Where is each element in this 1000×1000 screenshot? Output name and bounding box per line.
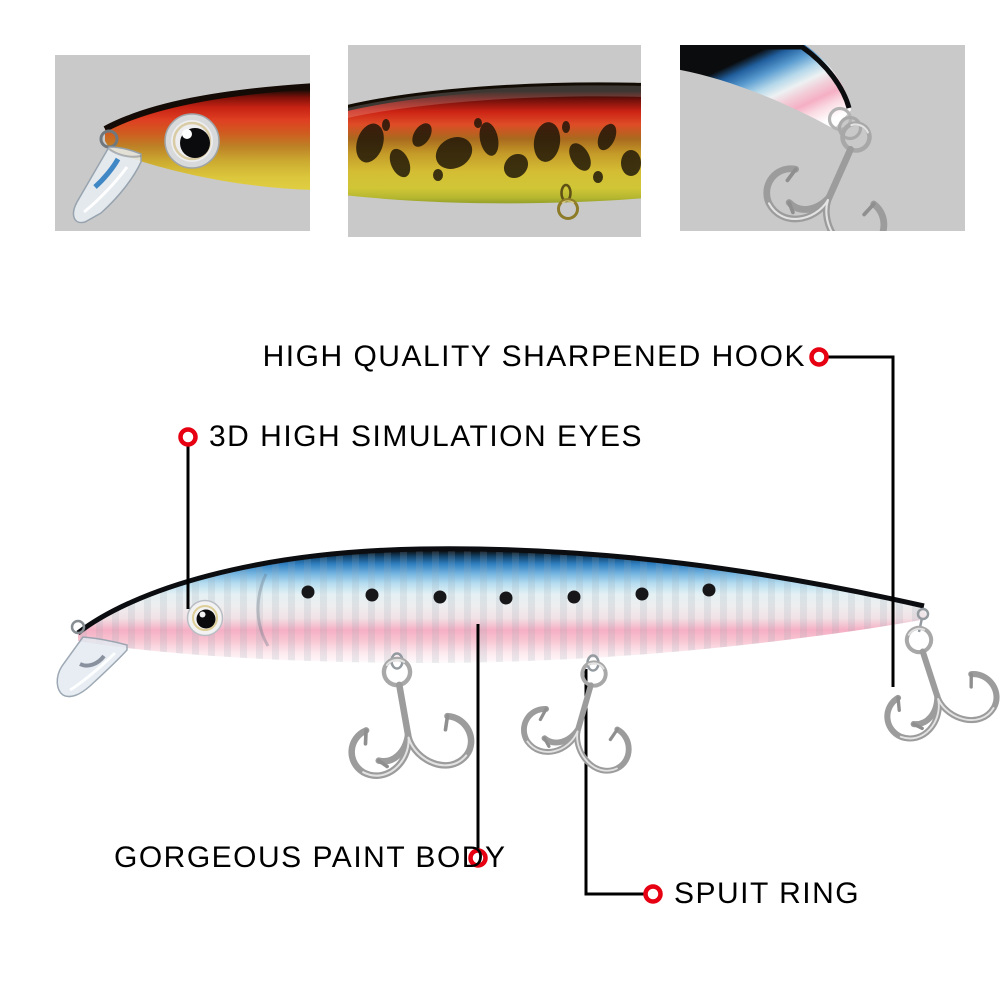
detail-camo-pattern — [356, 118, 641, 183]
callout-lines — [186, 355, 895, 896]
detail-panel-hook-closeup — [680, 45, 965, 231]
callout-label-simulation-eyes: 3D HIGH SIMULATION EYES — [209, 420, 644, 453]
callout-dot-hook — [809, 347, 829, 367]
detail-lure-lip — [72, 146, 142, 224]
callout-line-ring — [584, 669, 645, 896]
callout-label-spuit-ring: SPUIT RING — [674, 877, 861, 910]
detail-panel-body-closeup — [348, 45, 641, 237]
lure-diving-lip — [56, 636, 128, 698]
main-lure-body — [56, 546, 930, 698]
lure-body-spots — [301, 583, 716, 605]
detail-split-rings — [827, 106, 863, 141]
front-treble-hook — [337, 648, 475, 781]
lure-gill-line — [256, 573, 270, 647]
detail-lure-eye — [164, 113, 220, 169]
lure-3d-eye — [186, 599, 224, 637]
callout-dot-eyes — [178, 427, 198, 447]
detail-belly-ring — [557, 183, 579, 220]
callout-label-paint-body: GORGEOUS PAINT BODY — [114, 841, 507, 874]
middle-treble-hook — [518, 648, 650, 776]
tail-treble-hook — [863, 611, 1000, 746]
callout-dots — [178, 347, 829, 904]
detail-panel-head-closeup — [55, 55, 310, 231]
lure-line-tie-loop — [70, 619, 86, 635]
callout-dot-ring — [643, 884, 663, 904]
callout-dot-body — [468, 848, 488, 868]
callout-line-hook — [828, 355, 895, 687]
callout-label-sharpened-hook: HIGH QUALITY SHARPENED HOOK — [262, 340, 806, 373]
